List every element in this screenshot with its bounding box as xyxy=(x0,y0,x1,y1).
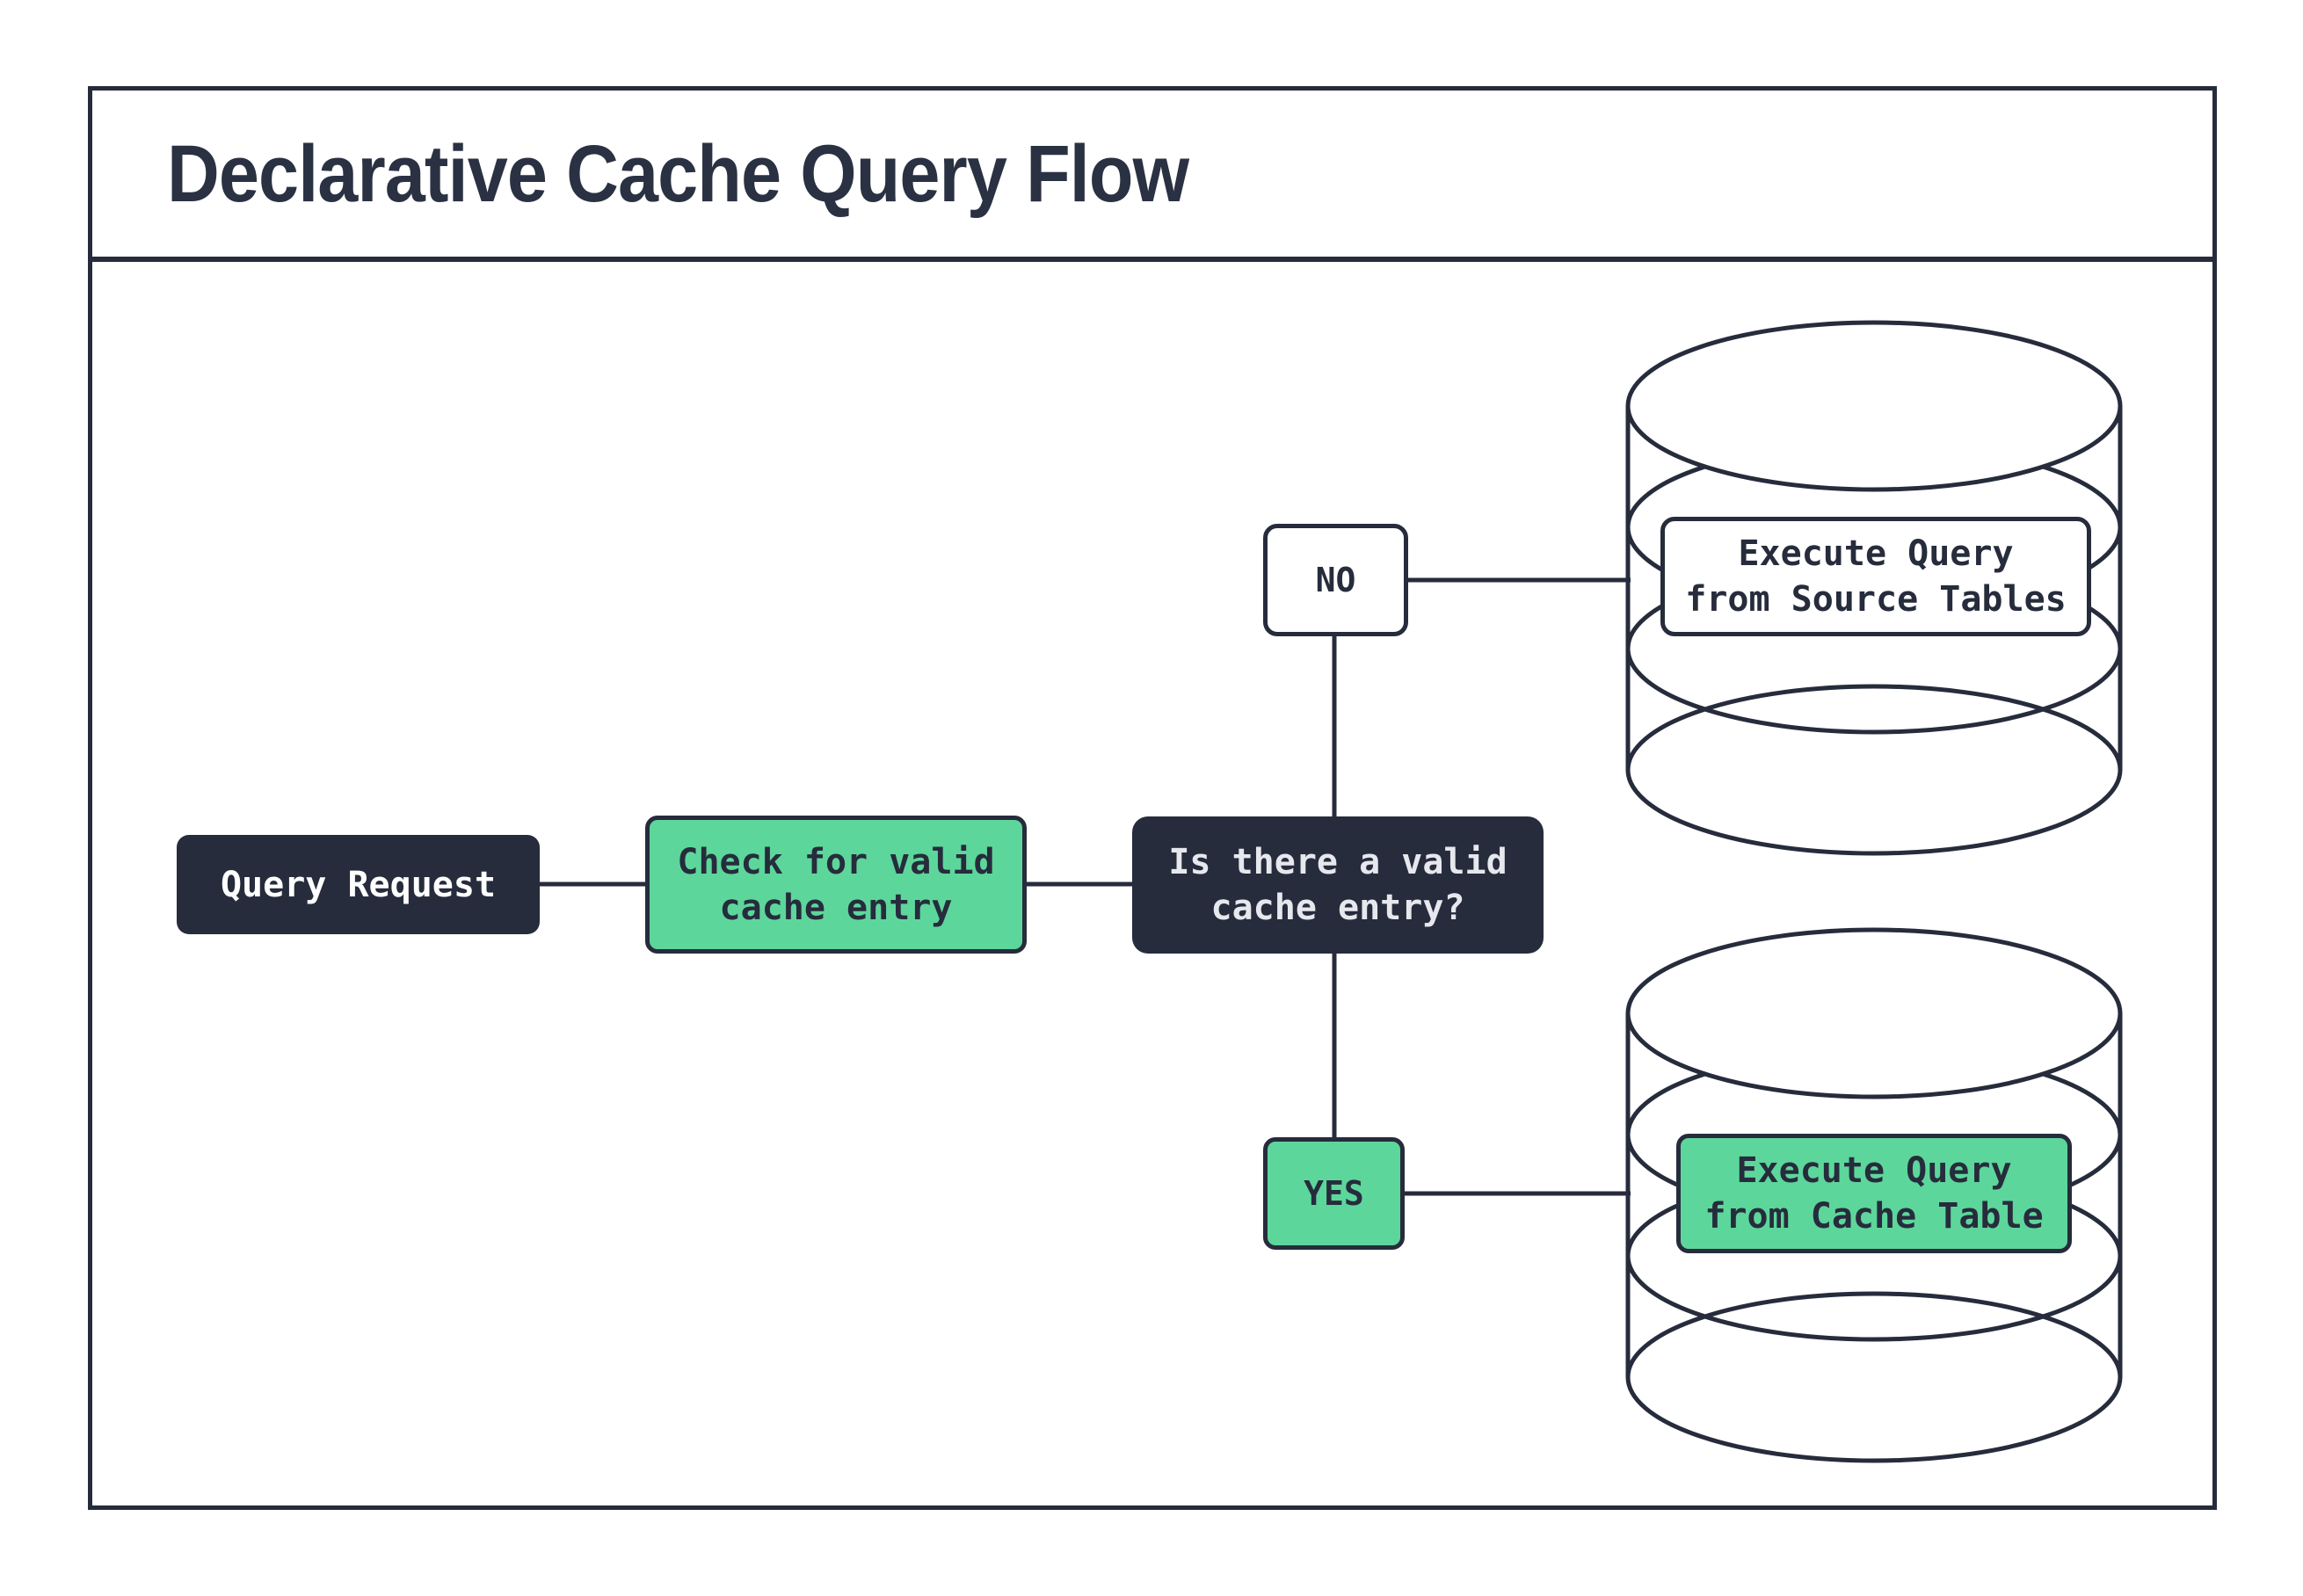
source-database-cylinder-icon xyxy=(1625,320,2123,856)
no-branch-node: NO xyxy=(1263,524,1408,636)
execute-cache-node: Execute Query from Cache Table xyxy=(1676,1134,2072,1253)
execute-source-node: Execute Query from Source Tables xyxy=(1660,517,2091,636)
yes-branch-node: YES xyxy=(1263,1137,1405,1250)
cache-database-cylinder-icon xyxy=(1625,927,2123,1463)
query-request-node: Query Request xyxy=(177,835,540,934)
check-cache-node: Check for valid cache entry xyxy=(645,816,1027,954)
decision-node: Is there a valid cache entry? xyxy=(1132,816,1544,954)
title-divider xyxy=(88,257,2217,262)
title-bar: Declarative Cache Query Flow xyxy=(92,91,2212,258)
page-title: Declarative Cache Query Flow xyxy=(167,128,1189,219)
